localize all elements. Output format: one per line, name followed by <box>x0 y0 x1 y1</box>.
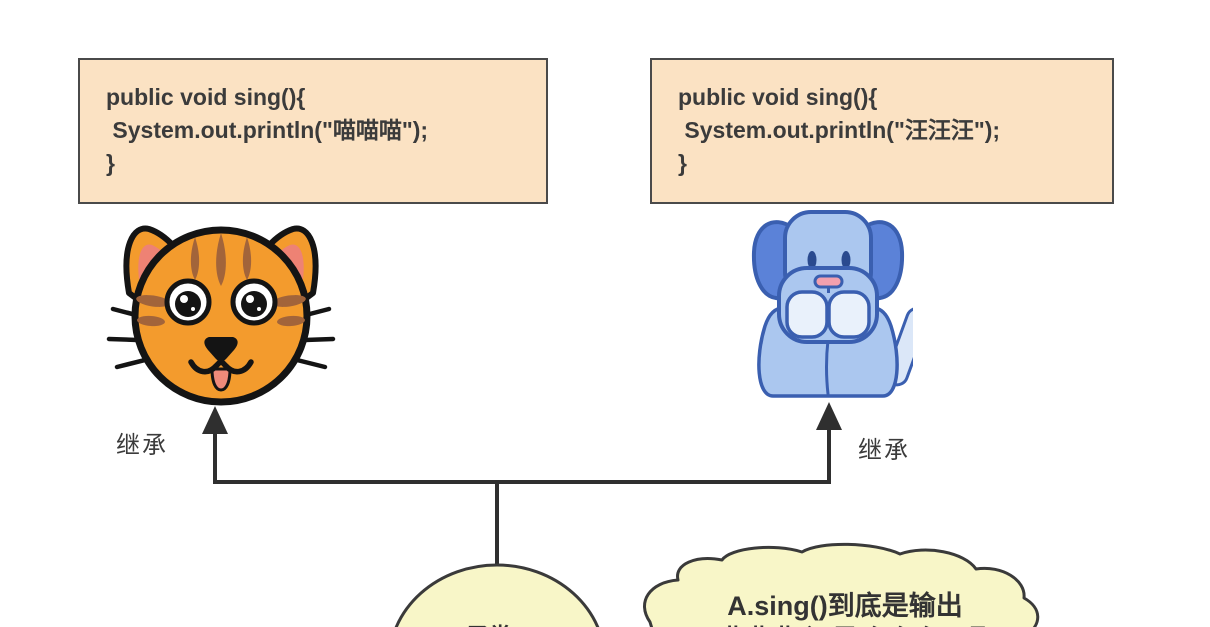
dog-nose <box>813 274 844 289</box>
right-inherit-arrowhead <box>816 402 842 430</box>
dog-icon <box>751 210 913 398</box>
code-line: System.out.println("喵喵喵"); <box>106 117 429 143</box>
cat-face-icon <box>106 225 336 406</box>
dog-eyes <box>807 251 851 269</box>
cat-cheek-stripes <box>136 295 306 327</box>
cat-face <box>131 226 311 406</box>
dog-front-legs-line <box>825 338 830 396</box>
dog-jowls <box>785 290 871 339</box>
code-line: } <box>678 150 687 176</box>
code-line: public void sing(){ <box>106 84 306 110</box>
cat-sing-code-box: public void sing(){ System.out.println("… <box>78 58 548 204</box>
subclass-label: 子类A <box>417 617 577 627</box>
question-cloud-text-line2: "喵喵喵"还是"汪汪汪"呢 <box>655 619 1035 627</box>
cat-mouth <box>188 357 254 375</box>
code-line: System.out.println("汪汪汪"); <box>678 117 1001 143</box>
left-inherit-arrowhead <box>202 406 228 434</box>
dog-sing-code-box: public void sing(){ System.out.println("… <box>650 58 1114 204</box>
question-cloud-text-line1: A.sing()到底是输出 <box>727 591 963 621</box>
cat-eyes <box>164 278 278 326</box>
cat-forehead-stripes <box>190 233 252 286</box>
inherit-label-right: 继承 <box>858 437 910 464</box>
code-line: public void sing(){ <box>678 84 878 110</box>
inherit-label-left: 继承 <box>116 432 168 459</box>
connector-lines <box>213 428 831 572</box>
cat-tongue <box>210 367 232 392</box>
code-line: } <box>106 150 115 176</box>
cat-nose <box>204 337 238 362</box>
